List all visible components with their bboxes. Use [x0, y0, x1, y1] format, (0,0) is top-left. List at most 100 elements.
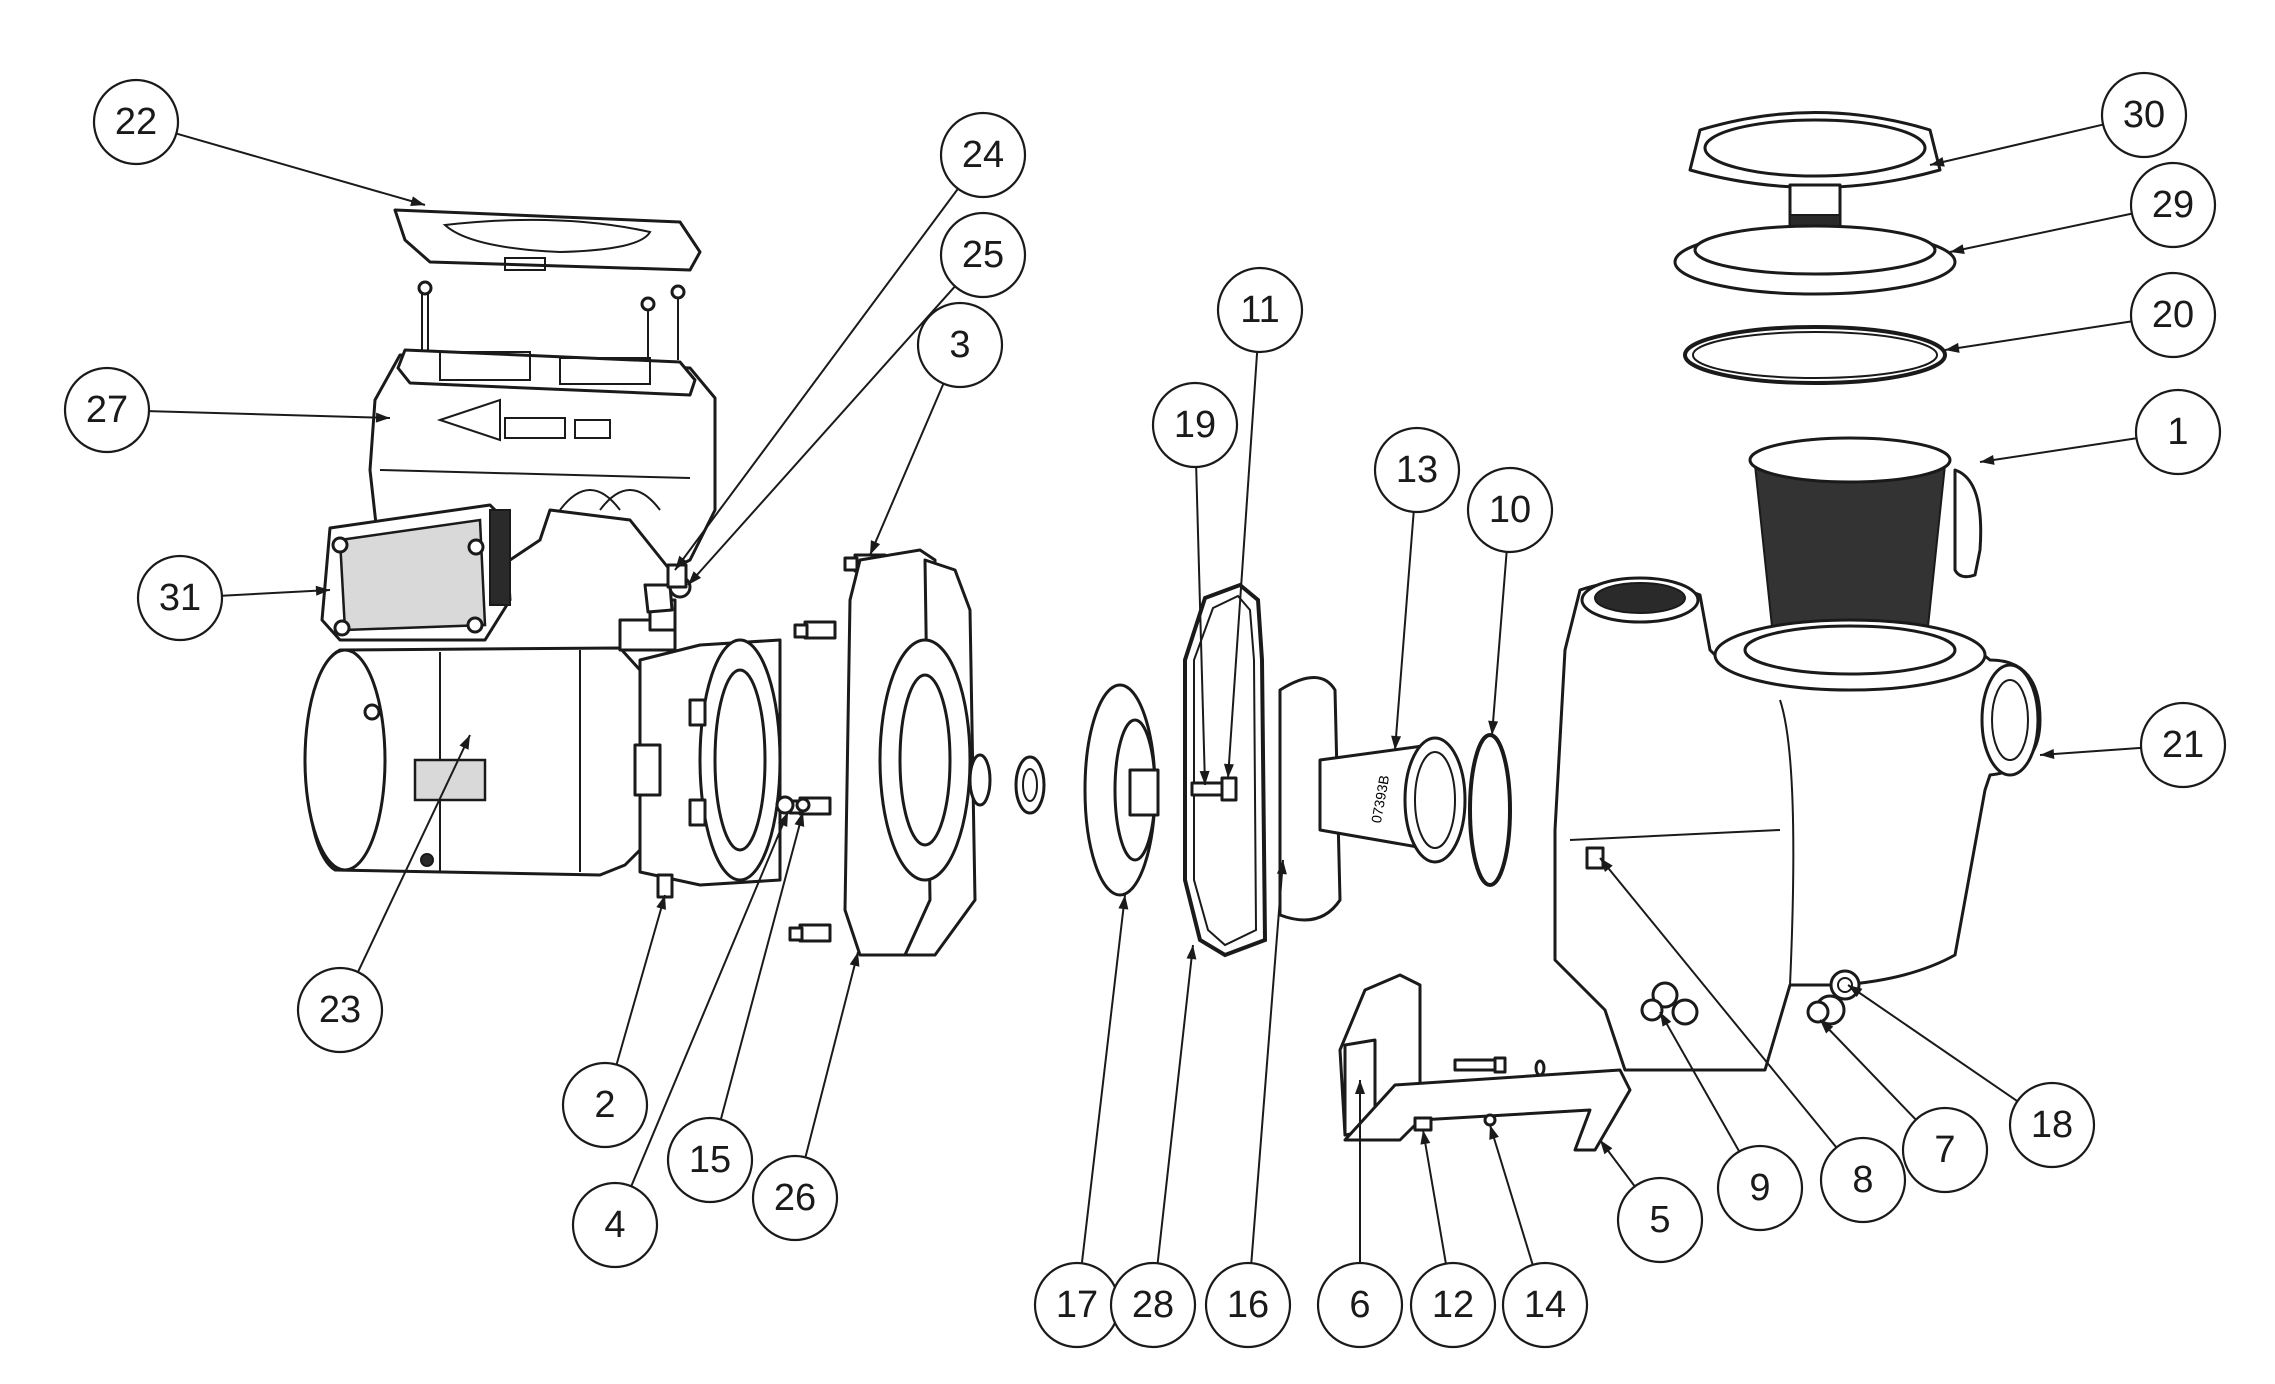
callout-label-22: 22: [115, 101, 157, 143]
callout-label-27: 27: [86, 389, 128, 431]
leader-arrow-3: [870, 540, 881, 555]
callout-circle-23: [296, 966, 384, 1054]
callout-circle-22: [92, 78, 180, 166]
leader-arrow-28: [1186, 945, 1197, 960]
leader-line-16: [1250, 859, 1284, 1264]
callout-12: 12: [1409, 1261, 1497, 1349]
leader-arrow-13: [1391, 735, 1402, 750]
callout-label-9: 9: [1749, 1167, 1770, 1209]
part-base-bracket: [1338, 973, 1632, 1152]
callout-circle-10: [1466, 466, 1554, 554]
leader-line-4: [630, 811, 789, 1187]
leader-line-31: [221, 589, 331, 597]
callout-label-5: 5: [1649, 1199, 1670, 1241]
callout-label-17: 17: [1056, 1284, 1098, 1326]
leader-arrow-7: [1820, 1020, 1834, 1034]
callout-label-26: 26: [774, 1177, 816, 1219]
leader-arrow-30: [1930, 156, 1945, 167]
leader-line-30: [1929, 123, 2104, 166]
leader-arrow-12: [1420, 1130, 1431, 1145]
callout-circle-1: [2134, 388, 2222, 476]
callout-label-16: 16: [1227, 1284, 1269, 1326]
callout-circle-20: [2129, 271, 2217, 359]
part-display-cover: [393, 208, 702, 272]
callout-circle-25: [939, 211, 1027, 299]
leader-line-20: [1944, 320, 2132, 351]
callout-label-13: 13: [1396, 449, 1438, 491]
callout-circle-9: [1716, 1144, 1804, 1232]
leader-line-22: [176, 132, 426, 206]
callout-circle-11: [1216, 266, 1304, 354]
leader-line-9: [1659, 1011, 1741, 1152]
callout-17: 17: [1033, 1261, 1121, 1349]
callout-circle-31: [136, 554, 224, 642]
callout-20: 20: [2129, 271, 2217, 359]
callout-8: 8: [1819, 1136, 1907, 1224]
callout-19: 19: [1151, 381, 1239, 469]
callout-22: 22: [92, 78, 180, 166]
part-wiring-cover: [320, 503, 512, 642]
callout-27: 27: [63, 366, 151, 454]
callout-label-2: 2: [594, 1084, 615, 1126]
callout-label-25: 25: [962, 234, 1004, 276]
callout-circle-27: [63, 366, 151, 454]
leader-line-26: [804, 951, 859, 1158]
callout-29: 29: [2129, 161, 2217, 249]
leader-arrow-17: [1118, 895, 1129, 910]
part-o-ring: [1468, 733, 1512, 887]
callout-7: 7: [1901, 1106, 1989, 1194]
callout-circle-28: [1109, 1261, 1197, 1349]
leader-arrow-27: [375, 412, 390, 423]
callout-circle-29: [2129, 161, 2217, 249]
leader-arrow-26: [849, 952, 860, 967]
leader-line-23: [357, 734, 471, 973]
part-impeller: [1083, 683, 1160, 897]
callout-label-14: 14: [1524, 1284, 1566, 1326]
callout-25: 25: [939, 211, 1027, 299]
callout-circle-2: [561, 1061, 649, 1149]
leader-arrow-9: [1660, 1012, 1672, 1027]
leader-line-28: [1156, 944, 1194, 1264]
leader-line-7: [1819, 1019, 1917, 1121]
callout-1: 1: [2134, 388, 2222, 476]
leader-line-8: [1599, 857, 1838, 1149]
part-pump-housing: [1553, 576, 2042, 1072]
callout-circle-15: [666, 1116, 754, 1204]
leader-line-2: [615, 894, 666, 1065]
callout-circle-12: [1409, 1261, 1497, 1349]
leader-line-3: [869, 383, 945, 556]
leader-arrow-2: [656, 895, 666, 910]
callout-13: 13: [1373, 426, 1461, 514]
leader-arrow-16: [1276, 860, 1287, 875]
callout-26: 26: [751, 1154, 839, 1242]
callout-circle-26: [751, 1154, 839, 1242]
callout-label-11: 11: [1240, 289, 1279, 331]
callout-label-28: 28: [1132, 1284, 1174, 1326]
callout-label-20: 20: [2152, 294, 2194, 336]
leader-line-14: [1489, 1124, 1534, 1266]
callout-circle-19: [1151, 381, 1239, 469]
leader-line-21: [2039, 746, 2142, 756]
callout-circle-4: [571, 1181, 659, 1269]
callout-label-3: 3: [949, 324, 970, 366]
leader-line-11: [1227, 351, 1259, 779]
part-gland: [643, 563, 692, 614]
leader-arrow-25: [688, 571, 702, 585]
callout-circle-30: [2100, 71, 2188, 159]
leader-arrow-10: [1488, 720, 1499, 735]
callout-circle-24: [939, 111, 1027, 199]
callout-10: 10: [1466, 466, 1554, 554]
leader-arrow-22: [410, 196, 425, 206]
leader-arrow-19: [1199, 770, 1210, 785]
callout-label-8: 8: [1852, 1159, 1873, 1201]
leader-line-1: [1979, 437, 2137, 463]
part-lid-o-ring: [1683, 325, 1947, 385]
part-gasket: [1183, 582, 1268, 958]
leader-arrow-11: [1223, 763, 1234, 778]
callout-3: 3: [916, 301, 1004, 389]
leader-line-29: [1949, 212, 2133, 253]
callout-label-21: 21: [2162, 724, 2204, 766]
leader-arrow-29: [1950, 244, 1965, 255]
leader-line-15: [719, 811, 804, 1120]
